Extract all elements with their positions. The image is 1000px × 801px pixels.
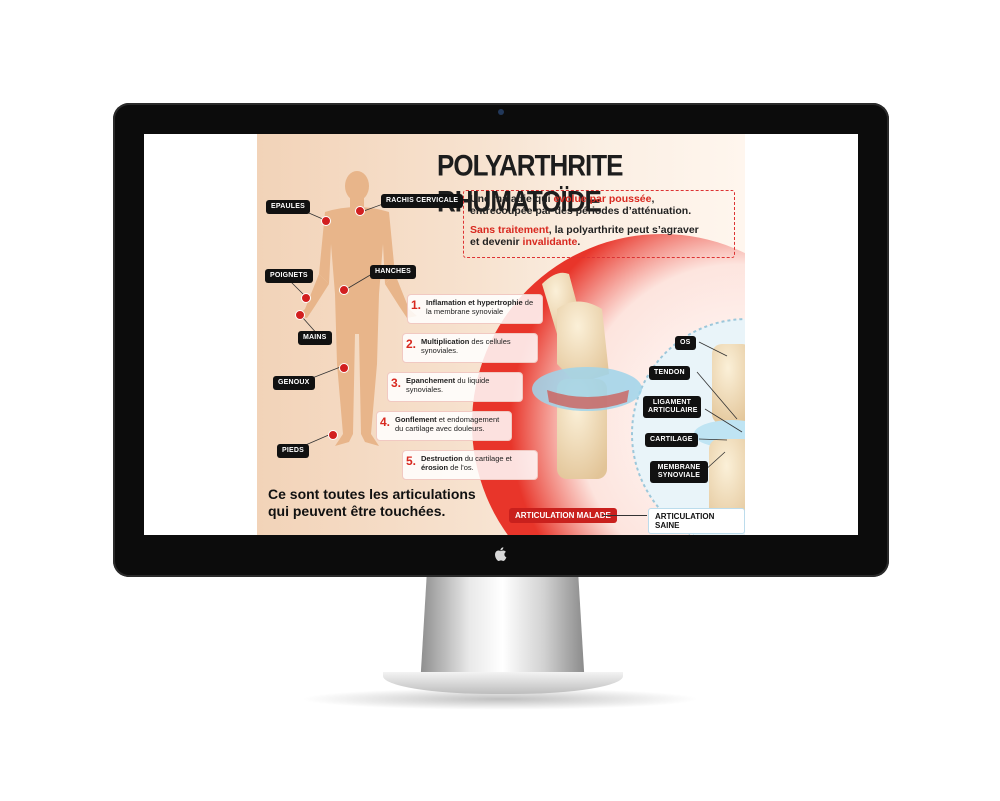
- description-line4a: et devenir: [470, 236, 523, 248]
- step-text: et endomagement du cartilage avec douleu…: [395, 415, 500, 433]
- step-bold-2: érosion: [421, 463, 449, 472]
- legend-connector: [602, 515, 647, 516]
- label-pieds: PIEDS: [277, 444, 310, 458]
- infographic: POLYARTHRITE RHUMATOÏDE Une maladie qui …: [257, 134, 745, 535]
- screen: POLYARTHRITE RHUMATOÏDE Une maladie qui …: [144, 134, 858, 535]
- monitor-stand: [420, 577, 585, 687]
- step-number: 3.: [391, 376, 402, 390]
- step-text: du cartilage et: [462, 454, 512, 463]
- bottom-text-line1: Ce sont toutes les articulations: [268, 486, 476, 502]
- joint-dot-hanches: [339, 285, 349, 295]
- description-highlight-3: invalidante: [522, 236, 578, 248]
- diseased-knee: [532, 272, 642, 479]
- label-mains: MAINS: [298, 331, 332, 345]
- step-1: 1. Inflamation et hypertrophie de la mem…: [407, 294, 543, 324]
- description-line1a: Une maladie qui: [470, 193, 554, 205]
- label-hanches: HANCHES: [370, 265, 417, 279]
- label-os: OS: [675, 336, 696, 350]
- description-line4b: .: [577, 236, 581, 248]
- description-line2: entrecoupée par des périodes d’atténuati…: [470, 205, 692, 217]
- joint-dot-rachis: [355, 206, 365, 216]
- step-number: 2.: [406, 337, 417, 351]
- camera-icon: [498, 109, 504, 115]
- step-text: du liquide synoviales.: [406, 376, 490, 394]
- label-tendon: TENDON: [649, 366, 690, 380]
- step-bold: Gonflement: [395, 415, 437, 424]
- step-number: 4.: [380, 415, 391, 429]
- healthy-knee: [694, 344, 745, 529]
- joint-dot-genoux: [339, 363, 349, 373]
- joint-dot-mains: [295, 310, 305, 320]
- joint-dot-epaules: [321, 216, 331, 226]
- step-2: 2. Multiplication des cellules synoviale…: [402, 333, 538, 363]
- step-bold: Multiplication: [421, 337, 470, 346]
- label-rachis-cervicale: RACHIS CERVICALE: [381, 194, 464, 208]
- human-silhouette: [297, 171, 417, 446]
- joint-dot-poignets: [301, 293, 311, 303]
- step-text: de la membrane synoviale: [426, 298, 534, 316]
- step-bold: Destruction: [421, 454, 463, 463]
- joint-dot-pieds: [328, 430, 338, 440]
- description-highlight-2: Sans traitement: [470, 224, 549, 236]
- step-5: 5. Destruction du cartilage et érosion d…: [402, 450, 538, 480]
- step-text: des cellules synoviales.: [421, 337, 511, 355]
- label-ligament-articulaire: LIGAMENT ARTICULAIRE: [643, 396, 701, 418]
- bottom-text-line2: qui peuvent être touchées.: [268, 503, 446, 519]
- legend-articulation-malade: ARTICULATION MALADE: [509, 508, 617, 523]
- label-poignets: POIGNETS: [265, 269, 313, 283]
- stand-shadow: [300, 688, 700, 710]
- label-epaules: EPAULES: [266, 200, 310, 214]
- step-3: 3. Epanchement du liquide synoviales.: [387, 372, 523, 402]
- step-number: 5.: [406, 454, 417, 468]
- step-bold: Epanchement: [406, 376, 456, 385]
- page-title: POLYARTHRITE RHUMATOÏDE: [437, 148, 623, 219]
- monitor-stand-base: [383, 672, 623, 694]
- step-number: 1.: [411, 298, 422, 312]
- label-genoux: GENOUX: [273, 376, 315, 390]
- step-text-2: de l'os.: [448, 463, 474, 472]
- description-highlight-1: evolue par poussée: [553, 193, 652, 205]
- step-bold: Inflamation et hypertrophie: [426, 298, 523, 307]
- label-membrane-synoviale: MEMBRANE SYNOVIALE: [650, 461, 708, 483]
- label-cartilage: CARTILAGE: [645, 433, 698, 447]
- bottom-text: Ce sont toutes les articulations qui peu…: [268, 486, 476, 520]
- description-line3b: , la polyarthrite peut s’agraver: [548, 224, 699, 236]
- description-line1b: ,: [651, 193, 655, 205]
- description-box: Une maladie qui evolue par poussée, entr…: [463, 190, 735, 258]
- legend-articulation-saine: ARTICULATION SAINE: [648, 508, 745, 534]
- step-4: 4. Gonflement et endomagement du cartila…: [376, 411, 512, 441]
- apple-logo-icon: [495, 547, 507, 562]
